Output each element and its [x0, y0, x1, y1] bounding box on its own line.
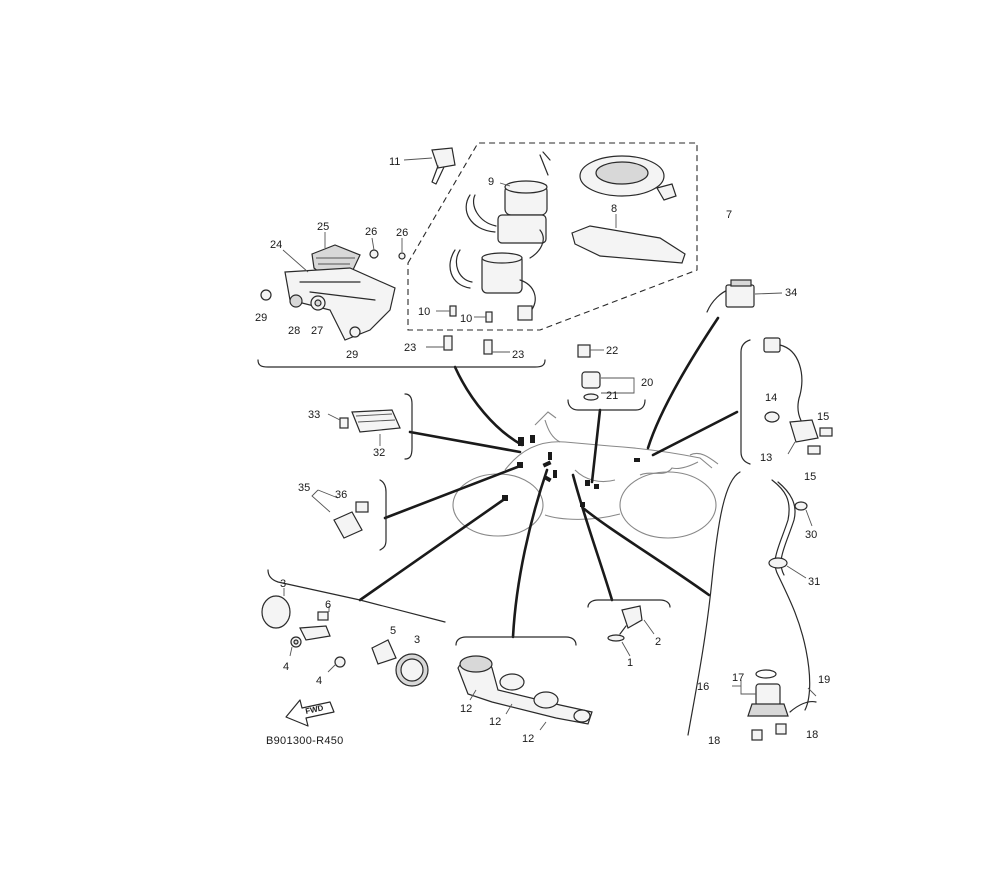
callout: 29 [255, 312, 267, 324]
callout: 28 [288, 325, 300, 337]
parts-24-29-bracket [260, 232, 406, 341]
callout: 2 [655, 636, 661, 648]
callout: 7 [726, 209, 732, 221]
part-9-main-switch [449, 151, 551, 321]
parts-10-23-bolts [426, 305, 510, 355]
callout: 4 [316, 675, 322, 687]
fuel-cap-ring [579, 155, 677, 201]
callout: 5 [390, 625, 396, 637]
callout: 19 [818, 674, 830, 686]
callout: 20 [641, 377, 653, 389]
callout: 17 [732, 672, 744, 684]
group-brackets [257, 289, 751, 736]
part-12-handlebar [457, 655, 593, 731]
callout: 21 [606, 390, 618, 402]
callout: 26 [396, 227, 408, 239]
callout: 36 [335, 489, 347, 501]
leader-lines [358, 316, 739, 639]
parts-35-36-connector [311, 489, 369, 539]
callout: 16 [697, 681, 709, 693]
callout: 11 [389, 156, 400, 168]
parts-3-6-lamp [261, 588, 429, 687]
callout: 35 [298, 482, 310, 494]
callout: 12 [522, 733, 534, 745]
ignition-group-dashed-box [407, 142, 698, 331]
callout: 18 [708, 735, 720, 747]
callout: 34 [785, 287, 797, 299]
callout: 23 [404, 342, 416, 354]
callout: 9 [488, 176, 494, 188]
callout: 29 [346, 349, 358, 361]
callout: 15 [804, 471, 816, 483]
callout: 1 [627, 657, 633, 669]
parts-30-31-harness [768, 479, 813, 711]
callout: 22 [606, 345, 618, 357]
callout: 18 [806, 729, 818, 741]
part-11-key [403, 147, 456, 185]
callout: 8 [611, 203, 617, 215]
callout: 32 [373, 447, 385, 459]
callout: 14 [765, 392, 777, 404]
callout: 27 [311, 325, 323, 337]
callout: 23 [512, 349, 524, 361]
callout-labels: 11 9 8 7 25 26 26 24 29 28 27 29 10 10 2… [255, 156, 830, 747]
callout: 12 [460, 703, 472, 715]
callout: 10 [460, 313, 472, 325]
motorcycle-silhouette [452, 411, 719, 539]
callout: 10 [418, 306, 430, 318]
callout: 4 [283, 661, 289, 673]
callout: 24 [270, 239, 282, 251]
part-8-cover [571, 214, 686, 264]
callout: 6 [325, 599, 331, 611]
callout: 12 [489, 716, 501, 728]
part-34-relay [725, 279, 783, 308]
callout: 33 [308, 409, 320, 421]
parts-32-33-unit [327, 409, 401, 446]
parts-13-15-sensor [763, 337, 833, 455]
callout: 31 [808, 576, 820, 588]
callout: 26 [365, 226, 377, 238]
diagram-code: B901300-R450 [266, 735, 344, 747]
callout: 3 [414, 634, 420, 646]
parts-1-2-sensor [607, 605, 655, 657]
parts-16-19-sensor [732, 669, 817, 741]
callout: 13 [760, 452, 772, 464]
callout: 25 [317, 221, 329, 233]
callout: 30 [805, 529, 817, 541]
callout: 3 [280, 578, 286, 590]
callout: 15 [817, 411, 829, 423]
svg-text:FWD: FWD [305, 703, 325, 716]
fwd-arrow-icon: FWD [285, 699, 335, 727]
parts-20-22-sensor [577, 344, 635, 401]
